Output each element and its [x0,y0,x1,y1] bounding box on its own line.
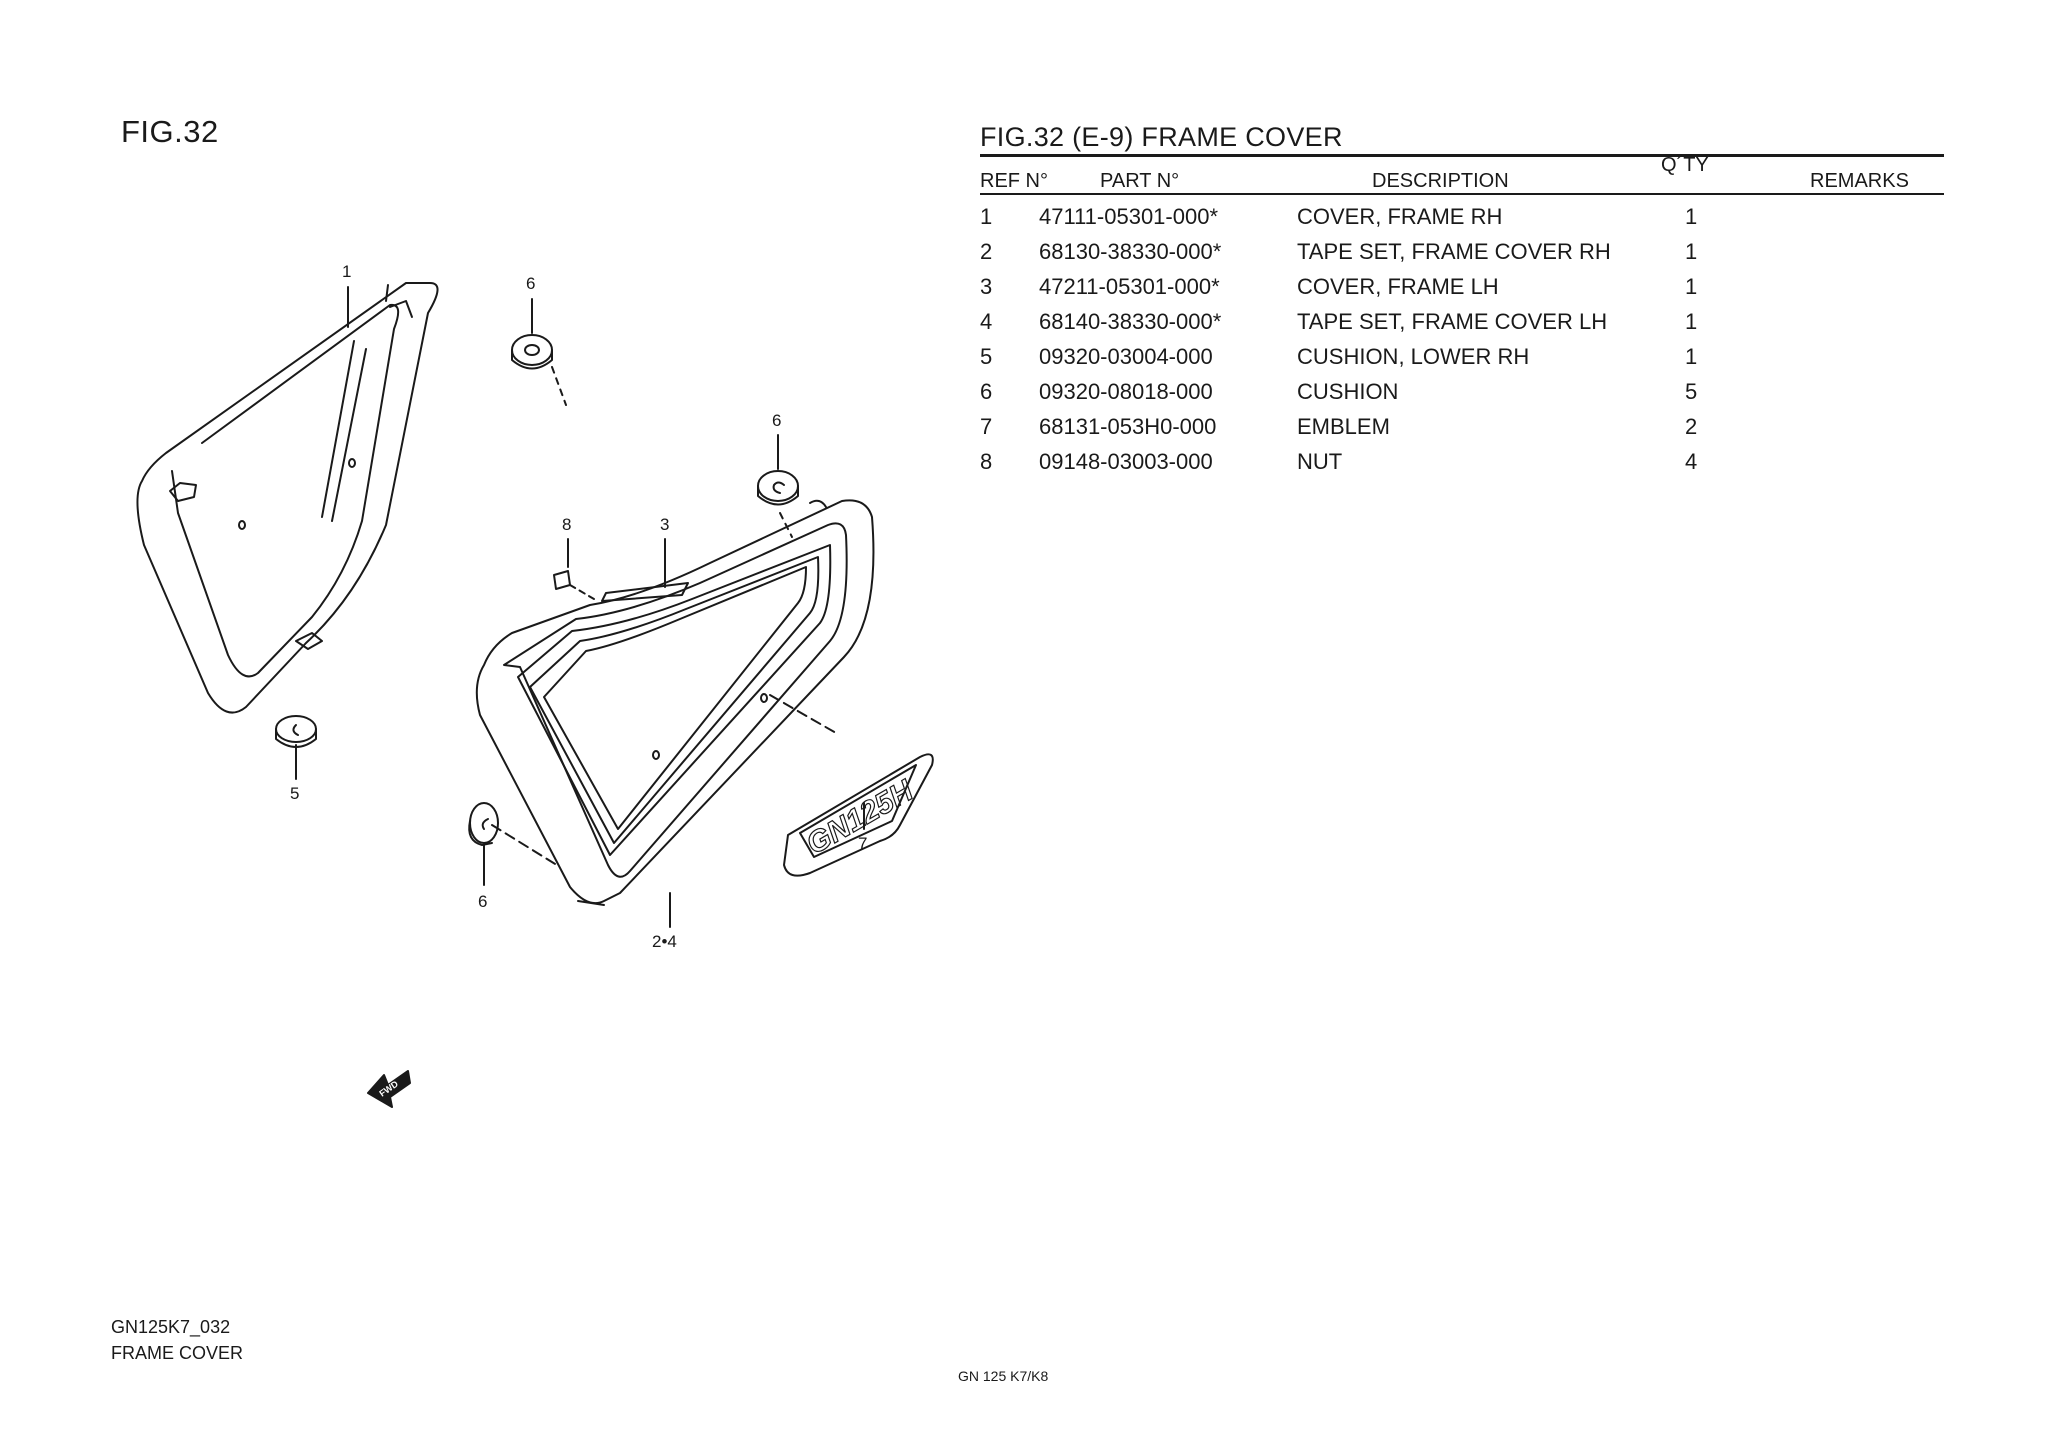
callout-2-4: 2•4 [652,932,677,951]
ref-cell: 1 [980,204,993,229]
cushion-upper [511,334,553,370]
callout-5: 5 [290,784,299,803]
ref-cell: 5 [980,344,993,369]
description-cell: TAPE SET, FRAME COVER RH [1297,239,1611,264]
callout-3: 3 [660,515,669,534]
description-cell: COVER, FRAME LH [1297,274,1499,299]
table-row: 6 09320-08018-000 CUSHION 5 [980,379,1944,414]
part-number-cell: 09148-03003-000 [1039,449,1213,474]
ref-cell: 8 [980,449,993,474]
cushion-lower [468,802,499,846]
ref-cell: 7 [980,414,993,439]
ref-cell: 2 [980,239,993,264]
part-number-cell: 09320-03004-000 [1039,344,1213,369]
forward-arrow-icon [367,1070,411,1108]
callout-6-upper: 6 [526,274,535,293]
nut [553,570,595,600]
header-remarks: REMARKS [1810,170,1909,192]
description-cell: TAPE SET, FRAME COVER LH [1297,309,1608,334]
ref-cell: 6 [980,379,993,404]
header-qty: Q´TY [1661,154,1709,176]
part-number-cell: 68130-38330-000* [1039,239,1222,264]
table-row: 3 47211-05301-000* COVER, FRAME LH 1 [980,274,1944,309]
cushion-middle [757,470,799,506]
frame-cover-rh [136,282,439,714]
callout-6-lower: 6 [478,892,487,911]
parts-table: FIG.32 (E-9) FRAME COVER REF N° PART N° … [980,122,1944,474]
qty-cell: 1 [1685,344,1698,369]
table-row: 4 68140-38330-000* TAPE SET, FRAME COVER L… [980,309,1944,344]
frame-cover-lh [475,499,875,906]
part-number-cell: 47111-05301-000* [1039,204,1219,229]
description-cell: CUSHION [1297,379,1399,404]
callout-6-middle: 6 [772,411,781,430]
part-number-cell: 68131-053H0-000 [1039,414,1217,439]
cushion-lower-rh [275,715,317,748]
drawing-code: GN125K7_032 [111,1317,231,1337]
part-number-cell: 47211-05301-000* [1039,274,1220,299]
table-row: 7 68131-053H0-000 EMBLEM 2 [980,414,1944,449]
table-row: 8 09148-03003-000 NUT 4 [980,449,1944,484]
table-row: 5 09320-03004-000 CUSHION, LOWER RH 1 [980,344,1944,379]
header-part: PART N° [1100,170,1180,192]
description-cell: EMBLEM [1297,414,1390,439]
qty-cell: 1 [1685,239,1698,264]
header-ref: REF N° [980,170,1048,192]
qty-cell: 1 [1685,204,1698,229]
table-row: 2 68130-38330-000* TAPE SET, FRAME COVER R… [980,239,1944,274]
header-rule [980,193,1944,195]
callout-8: 8 [562,515,571,534]
header-description: DESCRIPTION [1372,170,1509,192]
part-number-cell: 09320-08018-000 [1039,379,1213,404]
model-label: GN 125 K7/K8 [958,1368,1049,1384]
description-cell: COVER, FRAME RH [1297,204,1503,229]
description-cell: CUSHION, LOWER RH [1297,344,1530,369]
ref-cell: 3 [980,274,993,299]
table-row: 1 47111-05301-000* COVER, FRAME RH 1 [980,204,1944,239]
qty-cell: 4 [1685,449,1698,474]
title-rule [980,154,1944,157]
qty-cell: 5 [1685,379,1698,404]
table-title: FIG.32 (E-9) FRAME COVER [980,122,1343,152]
part-number-cell: 68140-38330-000* [1039,309,1222,334]
qty-cell: 1 [1685,309,1698,334]
description-cell: NUT [1297,449,1343,474]
qty-cell: 2 [1685,414,1698,439]
drawing-name: FRAME COVER [111,1343,244,1363]
callout-7: 7 [858,834,867,853]
callout-1: 1 [342,262,351,281]
exploded-parts-diagram: 1 6 6 8 3 5 7 6 2•4 GN125H FWD [136,262,934,1108]
emblem-plate [783,753,934,877]
qty-cell: 1 [1685,274,1698,299]
ref-cell: 4 [980,309,993,334]
figure-label: FIG.32 [121,114,219,149]
